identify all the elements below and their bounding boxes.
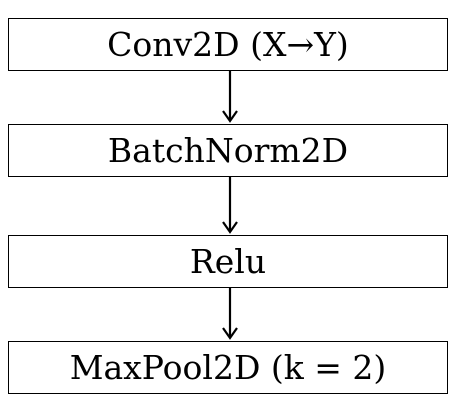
block-batchnorm2d: BatchNorm2D <box>8 124 448 177</box>
block-maxpool2d: MaxPool2D (k = 2) <box>8 341 448 394</box>
block-batchnorm2d-label: BatchNorm2D <box>107 131 349 170</box>
arrow-relu-to-maxpool <box>222 288 238 340</box>
arrow-conv2d-to-batchnorm <box>222 71 238 123</box>
block-relu: Relu <box>8 235 448 288</box>
block-maxpool2d-label: MaxPool2D (k = 2) <box>69 348 387 387</box>
block-conv2d-label: Conv2D (X→Y) <box>107 25 349 64</box>
arrow-batchnorm-to-relu <box>222 177 238 234</box>
block-conv2d: Conv2D (X→Y) <box>8 18 448 71</box>
block-relu-label: Relu <box>189 242 267 281</box>
